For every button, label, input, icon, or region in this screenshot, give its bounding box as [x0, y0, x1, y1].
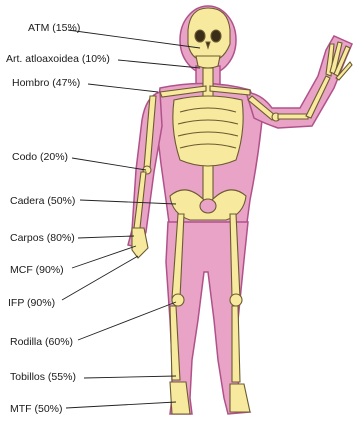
- leader-mtf: [66, 402, 176, 408]
- leader-rodilla: [78, 302, 176, 340]
- leader-cadera: [80, 200, 176, 204]
- leader-carpos: [78, 236, 134, 238]
- leader-mcf: [72, 246, 136, 268]
- label-carpos: Carpos (80%): [10, 232, 75, 244]
- label-mcf: MCF (90%): [10, 264, 64, 276]
- label-tobillos: Tobillos (55%): [10, 371, 76, 383]
- leader-ifp: [62, 256, 138, 300]
- label-codo: Codo (20%): [12, 151, 68, 163]
- label-hombro: Hombro (47%): [12, 77, 80, 89]
- label-rodilla: Rodilla (60%): [10, 336, 73, 348]
- label-cadera: Cadera (50%): [10, 195, 75, 207]
- label-mtf: MTF (50%): [10, 403, 63, 415]
- label-ifp: IFP (90%): [8, 297, 55, 309]
- label-atloaxoidea: Art. atloaxoidea (10%): [6, 53, 110, 65]
- label-atm: ATM (15%): [28, 22, 80, 34]
- leader-hombro: [88, 84, 158, 92]
- leader-codo: [72, 158, 146, 170]
- leader-tobillos: [84, 376, 176, 378]
